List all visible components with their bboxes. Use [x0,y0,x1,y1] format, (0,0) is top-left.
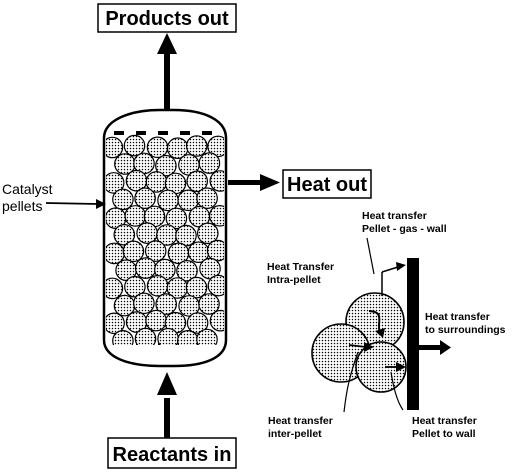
catalyst-pellet [146,136,169,159]
to-surroundings-line-2: to surroundings [425,324,506,336]
catalyst-pellet [198,152,221,174]
pellet-to-wall-arrow [385,362,406,372]
catalyst-pellet [209,205,224,227]
catalyst-pellet [122,240,145,263]
catalyst-pellet [185,135,208,157]
products-out-text: Products out [105,8,229,30]
reactor-vessel [102,108,228,368]
catalyst-pellet [207,274,224,297]
pellet-to-wall-line-1: Heat transfer [412,415,477,427]
heat-out-label: Heat out [282,169,372,199]
catalyst-pellet [146,274,169,297]
inlet-arrow [157,372,177,438]
catalyst-pellet [134,327,157,345]
outlet-arrow [157,33,177,128]
catalyst-pellet [206,239,224,262]
catalyst-pellet [106,312,125,335]
catalyst-pellet [196,328,218,345]
catalyst-pellet [186,170,208,193]
catalyst-pellet [106,136,124,159]
catalyst-pellet [196,187,218,209]
heat-out-text: Heat out [287,174,367,196]
catalyst-pellet [144,240,167,262]
catalyst-pellet [186,312,209,334]
reactor-wall-detail [407,258,419,410]
catalyst-pellet [176,259,198,282]
catalyst-pellet [165,207,188,230]
catalyst-pellets-line-1: Catalyst [2,181,53,197]
detail-pellets [311,292,407,393]
catalyst-pellet [124,205,147,227]
inter-pellet-line-2: inter-pellet [268,428,322,440]
catalyst-pellet [106,242,125,265]
inter-pellet-line-1: Heat transfer [268,415,333,427]
catalyst-pellet [155,154,177,177]
catalyst-pellet [134,257,157,279]
pellet-gas-wall-line-2: Pellet - gas - wall [362,223,447,235]
reactants-in-text: Reactants in [113,444,232,466]
catalyst-pellet [198,293,220,315]
catalyst-pellet [145,309,167,332]
intra-pellet-line-1: Heat Transfer [267,261,334,273]
pellet-to-wall-leader [390,371,404,411]
catalyst-pellets-label: Catalyst pellets [2,181,106,214]
pellet-gas-wall-line-1: Heat transfer [362,210,427,222]
catalyst-pellet [136,222,158,244]
reactants-in-label: Reactants in [107,437,237,469]
label-to-surroundings: Heat transfer to surroundings [425,311,506,336]
surroundings-arrow [419,340,451,355]
catalyst-bed [106,134,224,345]
inter-pellet-leader [343,351,359,413]
catalyst-pellet [106,277,124,300]
inter-pellet-arrow [348,342,374,352]
pellet-gas-wall-path [381,262,406,296]
catalyst-pellet [112,188,134,211]
catalyst-pellet [134,187,156,209]
products-out-label: Products out [97,3,237,33]
catalyst-pellet [209,309,224,332]
catalyst-pellet [197,222,219,245]
heat-out-arrow [228,174,280,191]
catalyst-pellets-line-2: pellets [2,198,42,214]
catalyst-pellet [199,257,221,280]
intra-pellet-arrow [368,310,385,338]
catalyst-pellet [155,293,177,315]
pellet-to-wall-line-2: Pellet to wall [412,428,476,440]
catalyst-pellet [185,276,208,299]
label-pellet-gas-wall: Heat transfer Pellet - gas - wall [362,210,447,235]
catalyst-pellet [106,172,125,194]
label-pellet-to-wall: Heat transfer Pellet to wall [412,415,477,440]
top-screen [114,131,212,135]
catalyst-pellet [133,292,155,315]
catalyst-pellet [123,134,146,157]
catalyst-pellet [113,224,136,246]
intra-pellet-line-2: Intra-pellet [267,274,321,286]
label-intra-pellet: Heat Transfer Intra-pellet [267,261,334,286]
catalyst-pellet [157,189,179,212]
catalyst-pellet [112,330,134,345]
to-surroundings-line-1: Heat transfer [425,311,490,323]
pellet-gas-wall-leader [366,237,375,275]
label-inter-pellet: Heat transfer inter-pellet [268,415,333,440]
catalyst-pellet [209,170,224,192]
catalyst-pellet [124,275,146,298]
